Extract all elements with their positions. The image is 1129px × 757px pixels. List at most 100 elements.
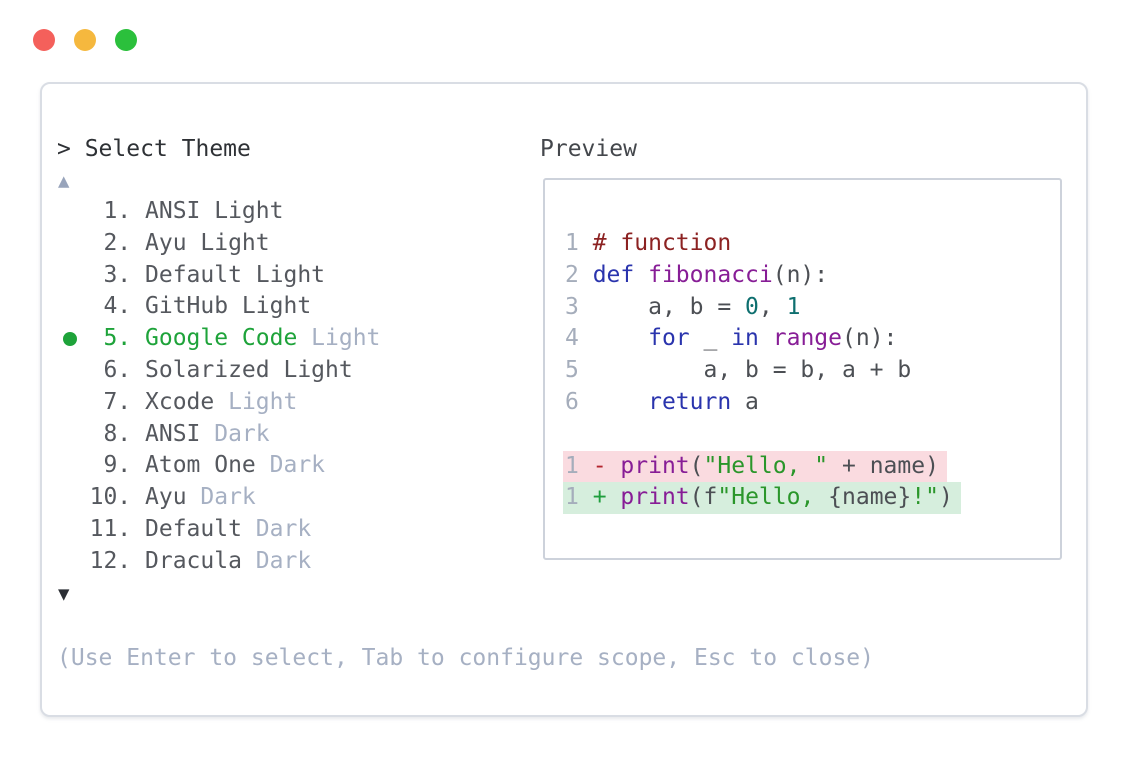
- code-segment-pln: [593, 325, 648, 351]
- code-segment-ln: 2: [565, 261, 593, 288]
- code-segment-lit: 1: [786, 293, 801, 320]
- code-segment-fun: print: [620, 484, 690, 511]
- theme-list-item[interactable]: 6. Solarized Light: [57, 355, 380, 387]
- item-variant-label: Light: [311, 325, 381, 352]
- item-variant-label: Dark: [255, 515, 312, 542]
- code-segment-add: +: [592, 484, 607, 511]
- code-segment-pln: [593, 389, 648, 415]
- item-number: 12.: [89, 547, 145, 574]
- code-segment-pln: a, b =: [592, 293, 746, 320]
- item-name: Xcode: [145, 388, 215, 415]
- theme-list-item[interactable]: 3. Default Light: [57, 260, 380, 292]
- code-segment-pln: {name}: [828, 484, 912, 511]
- preview-label: Preview: [540, 136, 637, 162]
- item-variant-label: Dark: [269, 452, 326, 479]
- item-number: 10.: [89, 484, 145, 511]
- item-number: 11.: [89, 515, 145, 542]
- minimize-button[interactable]: [74, 29, 96, 51]
- code-segment-kwd: for: [648, 325, 690, 352]
- maximize-button[interactable]: [115, 29, 137, 51]
- item-variant-label: Dark: [200, 484, 256, 511]
- code-segment-pln: [634, 262, 648, 288]
- code-segment-kwd: def: [592, 261, 635, 288]
- code-line: 5 a, b = b, a + b: [563, 355, 961, 387]
- scroll-down-icon[interactable]: ▼: [58, 583, 70, 605]
- theme-list-item[interactable]: 4. GitHub Light: [57, 291, 380, 323]
- diff-added-line: 1 + print(f"Hello, {name}!"): [563, 482, 961, 515]
- item-name: Ayu Light: [145, 229, 270, 256]
- code-line: 6 return a: [563, 387, 961, 419]
- code-segment-pln: [759, 325, 773, 351]
- diff-highlight: 1 + print(f"Hello, {name}!"): [563, 482, 961, 515]
- window-controls: [33, 29, 137, 51]
- item-number: 9.: [103, 452, 145, 479]
- theme-list-item[interactable]: 7. Xcode Light: [57, 387, 380, 419]
- prompt-line: > Select Theme: [57, 133, 251, 165]
- code-segment-ln: 3: [565, 293, 593, 320]
- item-number: 3.: [103, 261, 145, 288]
- code-segment-pln: [607, 453, 621, 479]
- code-line: 1 # function: [563, 228, 961, 260]
- item-number: 6.: [103, 356, 145, 383]
- item-number: 4.: [103, 293, 145, 320]
- item-name: Default: [145, 515, 242, 542]
- code-segment-ln: 1: [565, 452, 593, 479]
- item-name: Solarized Light: [145, 356, 353, 383]
- item-number: 8.: [103, 420, 145, 447]
- code-segment-lit: 0: [745, 293, 759, 320]
- item-number: 1.: [103, 198, 145, 224]
- item-name: ANSI: [145, 420, 201, 447]
- code-segment-fun: fibonacci: [648, 261, 773, 288]
- item-variant-label: Dark: [214, 420, 270, 447]
- item-variant-label: Light: [228, 388, 298, 415]
- diff-removed-line: 1 - print("Hello, " + name): [563, 450, 961, 483]
- code-segment-str: "Hello, ": [703, 452, 829, 479]
- code-segment-pln: a, b = b, a + b: [592, 357, 912, 384]
- item-name: Dracula: [145, 547, 242, 574]
- item-name: ANSI Light: [145, 198, 284, 224]
- code-line: 4 for _ in range(n):: [563, 323, 961, 355]
- code-segment-pln: (: [689, 452, 704, 479]
- code-segment-ln: 4: [565, 325, 593, 352]
- code-segment-ln: 1: [565, 230, 593, 256]
- code-segment-pln: [607, 484, 621, 510]
- code-segment-pln: (n):: [772, 261, 829, 288]
- code-segment-pln: (f: [689, 484, 718, 511]
- theme-list-item[interactable]: 8. ANSI Dark: [57, 419, 380, 451]
- code-line: 2 def fibonacci(n):: [563, 260, 961, 292]
- code-segment-str: !": [911, 484, 939, 511]
- item-number: 2.: [103, 229, 145, 256]
- selected-indicator-icon: [63, 332, 77, 347]
- item-number: 7.: [103, 388, 145, 415]
- code-line: [563, 419, 961, 451]
- code-segment-com: # function: [592, 230, 732, 256]
- code-segment-str: "Hello,: [717, 484, 829, 511]
- code-segment-fun: range: [772, 325, 842, 352]
- keyboard-hint: (Use Enter to select, Tab to configure s…: [57, 645, 874, 671]
- theme-list-item[interactable]: 2. Ayu Light: [57, 228, 380, 260]
- code-segment-ln: 1: [565, 484, 593, 511]
- scroll-up-icon[interactable]: ▲: [58, 170, 70, 192]
- theme-list-item[interactable]: 11. Default Dark: [57, 514, 380, 546]
- code-segment-ln: 6: [565, 388, 593, 415]
- code-segment-ln: 5: [565, 357, 593, 384]
- code-segment-pln: ): [938, 484, 953, 511]
- code-line: 3 a, b = 0, 1: [563, 292, 961, 324]
- page-title: Select Theme: [84, 136, 251, 162]
- code-segment-kwd: in: [731, 325, 759, 352]
- code-segment-kwd: return: [648, 388, 732, 415]
- code-segment-pln: (n):: [842, 325, 898, 352]
- prompt-caret-icon: >: [57, 136, 71, 162]
- item-name: Default Light: [145, 261, 326, 288]
- close-button[interactable]: [33, 29, 55, 51]
- diff-highlight: 1 - print("Hello, " + name): [563, 450, 947, 483]
- item-name: Google Code: [145, 325, 298, 352]
- code-segment-fun: print: [620, 452, 690, 479]
- theme-list-item[interactable]: 1. ANSI Light: [57, 196, 380, 228]
